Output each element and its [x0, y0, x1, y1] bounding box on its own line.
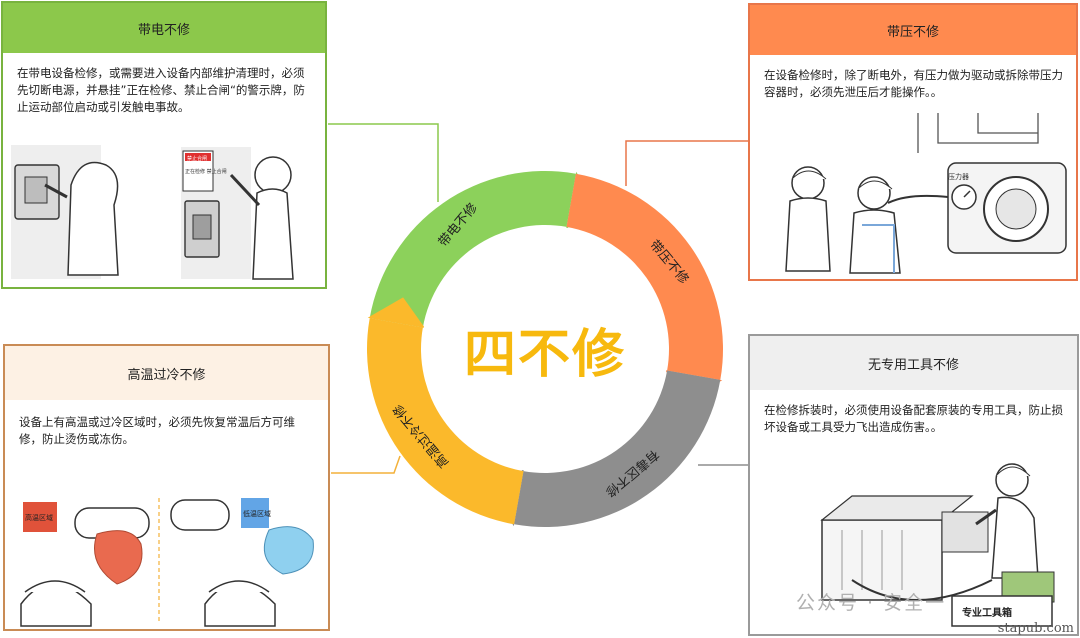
panel-temperature-title: 高温过冷不修 — [5, 346, 328, 400]
four-no-repair-ring: 带电不修带压不修有毒区不修高温过冷不修 四不修 — [366, 170, 724, 528]
connector-temperature — [331, 455, 401, 474]
center-title: 四不修 — [463, 324, 626, 385]
tools-illustration: 专业工具箱 — [820, 463, 1055, 627]
panel-live-text: 在带电设备检修，或需要进入设备内部维护清理时，必须先切断电源，并悬挂”正在检修、… — [17, 66, 305, 114]
ring-segment-2 — [566, 173, 723, 380]
cold-label: 低温区域 — [243, 509, 271, 518]
watermark-site: stapub.com — [997, 621, 1074, 636]
toolbox-label: 专业工具箱 — [962, 606, 1012, 619]
hot-label: 高温区域 — [25, 513, 53, 522]
connector-live — [328, 123, 439, 202]
ring-segment-3 — [514, 370, 721, 527]
panel-tools-no-repair: 无专用工具不修 在检修拆装时，必须使用设备配套原装的专用工具，防止损坏设备或工具… — [748, 334, 1079, 636]
panel-live-no-repair: 带电不修 在带电设备检修，或需要进入设备内部维护清理时，必须先切断电源，并悬挂”… — [1, 1, 327, 289]
ring-segment-4 — [366, 318, 524, 525]
sign-tag-text: 禁止合闸 — [187, 155, 207, 162]
ring-center — [422, 226, 668, 472]
panel-live-title: 带电不修 — [3, 3, 325, 53]
connector-pressure — [625, 140, 748, 186]
panel-tools-title: 无专用工具不修 — [750, 336, 1077, 390]
live-illustration: 禁止合闸 正在检修 禁止合闸 — [11, 145, 294, 280]
ring-arrow-4 — [367, 297, 425, 328]
panel-tools-text: 在检修拆装时，必须使用设备配套原装的专用工具，防止损坏设备或工具受力飞出造成伤害… — [764, 403, 1063, 434]
panel-temperature-no-repair: 高温过冷不修 设备上有高温或过冷区域时，必须先恢复常温后方可维修，防止烫伤或冻伤… — [3, 344, 330, 631]
temperature-illustration: 高温区域 低温区域 — [20, 498, 314, 627]
panel-pressure-text: 在设备检修时，除了断电外，有压力做为驱动或拆除带压力容器时，必须先泄压后才能操作… — [764, 68, 1063, 99]
panel-pressure-title: 带压不修 — [750, 5, 1076, 55]
panel-pressure-no-repair: 带压不修 在设备检修时，除了断电外，有压力做为驱动或拆除带压力容器时，必须先泄压… — [748, 3, 1078, 281]
ring-segment-1 — [369, 170, 576, 328]
pressure-illustration: 压力器 — [785, 113, 1067, 274]
gauge-label: 压力器 — [948, 172, 969, 181]
sign-text: 正在检修 禁止合闸 — [185, 168, 227, 175]
watermark-gzh: 公众号 · 安全一 — [796, 592, 947, 614]
panel-temperature-text: 设备上有高温或过冷区域时，必须先恢复常温后方可维修，防止烫伤或冻伤。 — [19, 415, 295, 446]
